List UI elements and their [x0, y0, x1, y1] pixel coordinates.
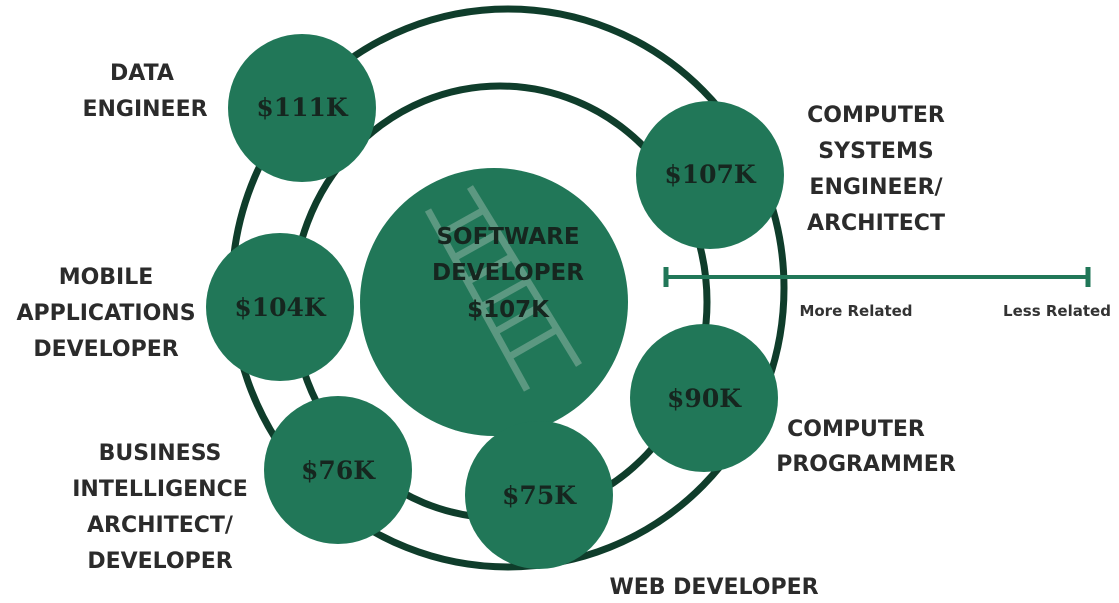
center-salary: $107K: [467, 297, 550, 323]
node-data-engineer: $111K DATA ENGINEER: [82, 34, 376, 182]
role-label-line: BUSINESS: [99, 441, 222, 466]
salary-value: $104K: [234, 293, 327, 322]
role-label-line: DEVELOPER: [87, 549, 232, 574]
node-computer-systems-engineer-architect: $107K COMPUTER SYSTEMS ENGINEER/ ARCHITE…: [636, 101, 945, 249]
ladder-icon: [424, 185, 582, 392]
salary-circle: [636, 101, 784, 249]
salary-circle: [206, 233, 354, 381]
salary-circle: [630, 324, 778, 472]
role-label-line: MOBILE: [59, 265, 154, 290]
salary-circle: [228, 34, 376, 182]
role-label-line: DEVELOPER: [33, 337, 178, 362]
salary-value: $76K: [301, 456, 376, 485]
node-computer-programmer: $90K COMPUTER PROGRAMMER: [630, 324, 956, 477]
legend-more-related: More Related: [799, 302, 912, 320]
role-label-line: INTELLIGENCE: [72, 477, 248, 502]
node-business-intelligence-architect-developer: $76K BUSINESS INTELLIGENCE ARCHITECT/ DE…: [72, 396, 412, 574]
center-node-software-developer: SOFTWARE DEVELOPER $107K: [360, 168, 628, 436]
legend-less-related: Less Related: [1003, 302, 1111, 320]
node-web-developer: $75K WEB DEVELOPER: [465, 421, 819, 600]
salary-value: $107K: [664, 160, 757, 189]
role-label-line: APPLICATIONS: [16, 301, 195, 326]
role-label-line: SYSTEMS: [818, 139, 933, 164]
center-title-line2: DEVELOPER: [432, 260, 584, 286]
role-label-line: DATA: [110, 61, 174, 86]
role-label-line: ARCHITECT: [807, 211, 945, 236]
role-label-line: COMPUTER: [807, 103, 945, 128]
role-label-line: COMPUTER: [787, 417, 925, 442]
salary-value: $90K: [667, 384, 742, 413]
role-label-line: ARCHITECT/: [87, 513, 234, 538]
role-label-line: ENGINEER/: [809, 175, 943, 200]
salary-circle: [465, 421, 613, 569]
center-circle: [360, 168, 628, 436]
salary-value: $75K: [502, 481, 577, 510]
salary-value: $111K: [256, 93, 349, 122]
role-label-line: ENGINEER: [82, 97, 207, 122]
role-label-line: WEB DEVELOPER: [609, 575, 818, 598]
node-mobile-applications-developer: $104K MOBILE APPLICATIONS DEVELOPER: [16, 233, 354, 381]
role-label-line: PROGRAMMER: [776, 452, 956, 477]
relatedness-legend: More Related Less Related: [663, 267, 1111, 320]
center-title-line1: SOFTWARE: [436, 224, 579, 250]
salary-circle: [264, 396, 412, 544]
